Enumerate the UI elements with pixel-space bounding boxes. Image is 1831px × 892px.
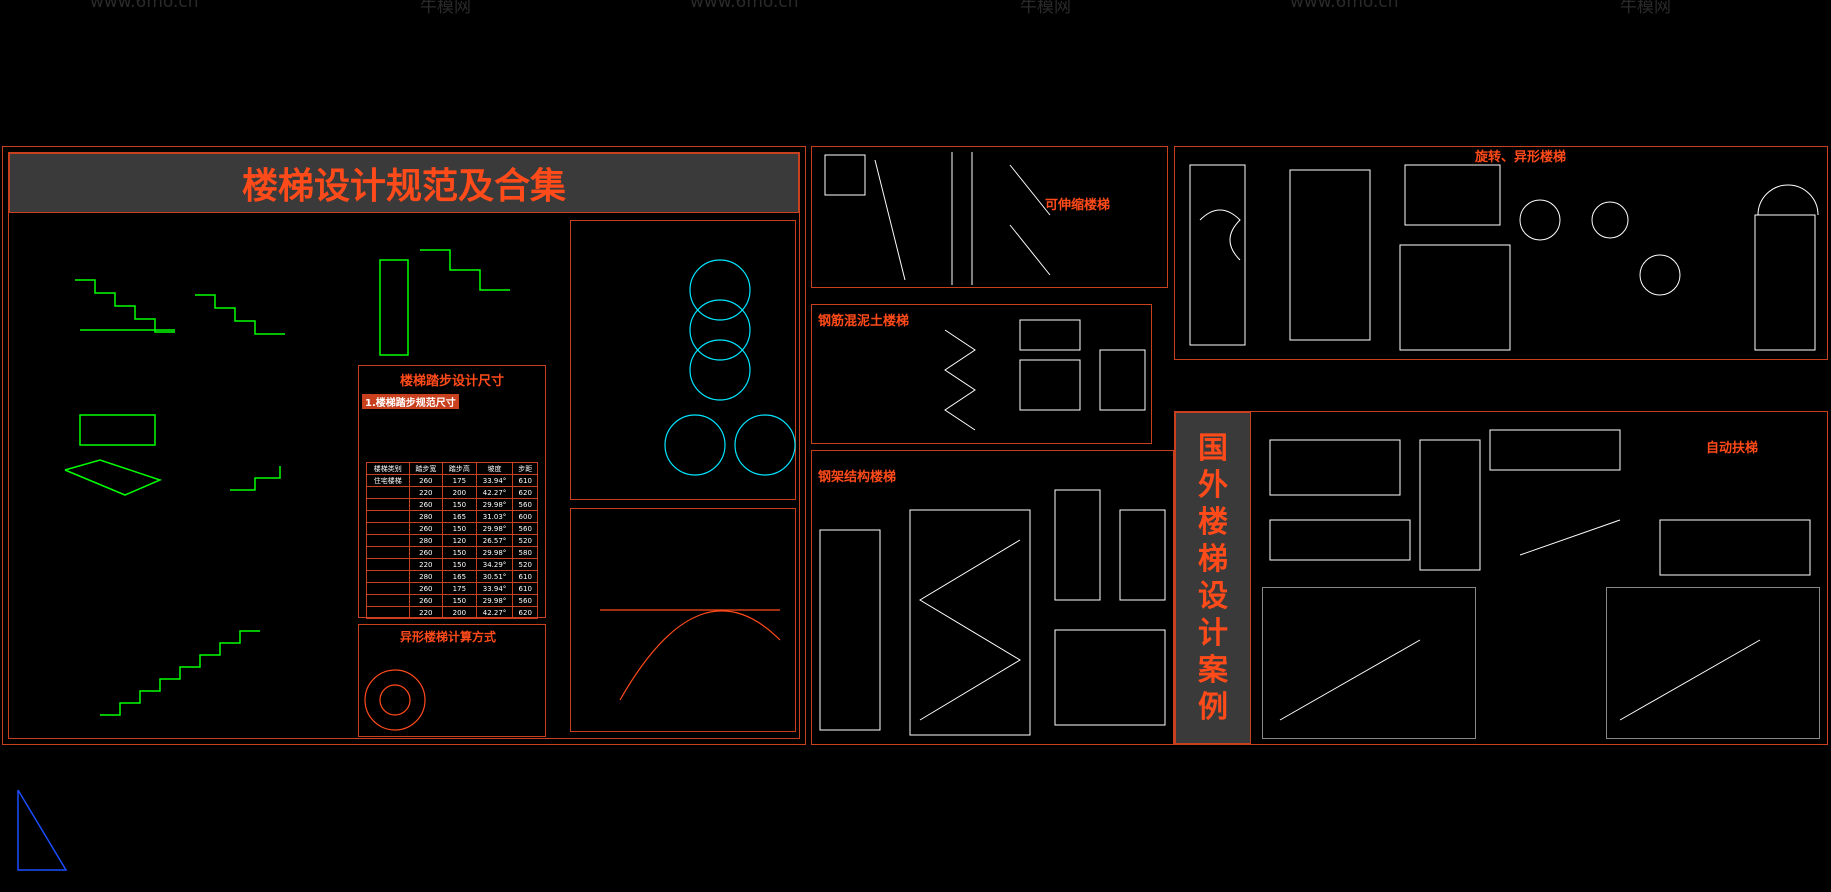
table-cell (366, 606, 410, 619)
title-char: 例 (1198, 690, 1228, 725)
watermark: 牛模网 (1620, 0, 1671, 17)
title-char: 楼 (1198, 505, 1228, 540)
watermark: www.6mo.cn (690, 0, 799, 12)
title-char: 国 (1198, 431, 1228, 466)
table-cell: 560 (512, 498, 538, 511)
foreign-stair-vertical-title: 国 外 楼 梯 设 计 案 例 (1175, 412, 1251, 744)
title-char: 梯 (1198, 542, 1228, 577)
spiral-detail-panel (570, 220, 796, 500)
watermark: 牛模网 (1020, 0, 1071, 17)
escalator-label: 自动扶梯 (1706, 441, 1759, 456)
escalator-detail-frame (1262, 587, 1476, 739)
steel-stair-panel (811, 450, 1174, 745)
table-cell: 42.27° (475, 606, 514, 619)
title-char: 计 (1198, 616, 1228, 651)
foreign-stair-panel (1174, 411, 1828, 745)
watermark: www.6mo.cn (1290, 0, 1399, 12)
telescopic-label: 可伸缩楼梯 (1045, 198, 1111, 213)
spiral-label: 旋转、异形楼梯 (1475, 150, 1567, 165)
title-char: 设 (1198, 579, 1228, 614)
rc-stair-label: 钢筋混泥土楼梯 (818, 314, 910, 329)
title-char: 案 (1198, 653, 1228, 688)
table-cell: 620 (512, 606, 538, 619)
main-title: 楼梯设计规范及合集 (9, 153, 799, 213)
left-sheet-frame (2, 146, 806, 745)
tread-panel-subtitle: 1.楼梯踏步规范尺寸 (362, 394, 459, 409)
tread-panel-title: 楼梯踏步设计尺寸 (400, 374, 505, 389)
watermark: 牛模网 (420, 0, 471, 17)
watermark: www.6mo.cn (90, 0, 199, 12)
telescopic-stair-panel (811, 146, 1168, 288)
table-cell: 610 (512, 582, 538, 595)
table-cell: 住宅楼梯 (366, 474, 410, 487)
table-header-row: 楼梯类别踏步宽踏步高坡度步距 (366, 462, 538, 475)
title-char: 外 (1198, 468, 1228, 503)
irregular-panel-title: 异形楼梯计算方式 (400, 630, 497, 644)
irregular-stair-panel (358, 624, 546, 737)
rc-stair-panel (811, 304, 1152, 444)
curved-stair-panel (570, 508, 796, 732)
spiral-stair-panel (1174, 146, 1828, 360)
steel-stair-label: 钢架结构楼梯 (818, 470, 897, 485)
escalator-detail-frame-2 (1606, 587, 1820, 739)
left-sheet-inner-frame (8, 152, 800, 739)
